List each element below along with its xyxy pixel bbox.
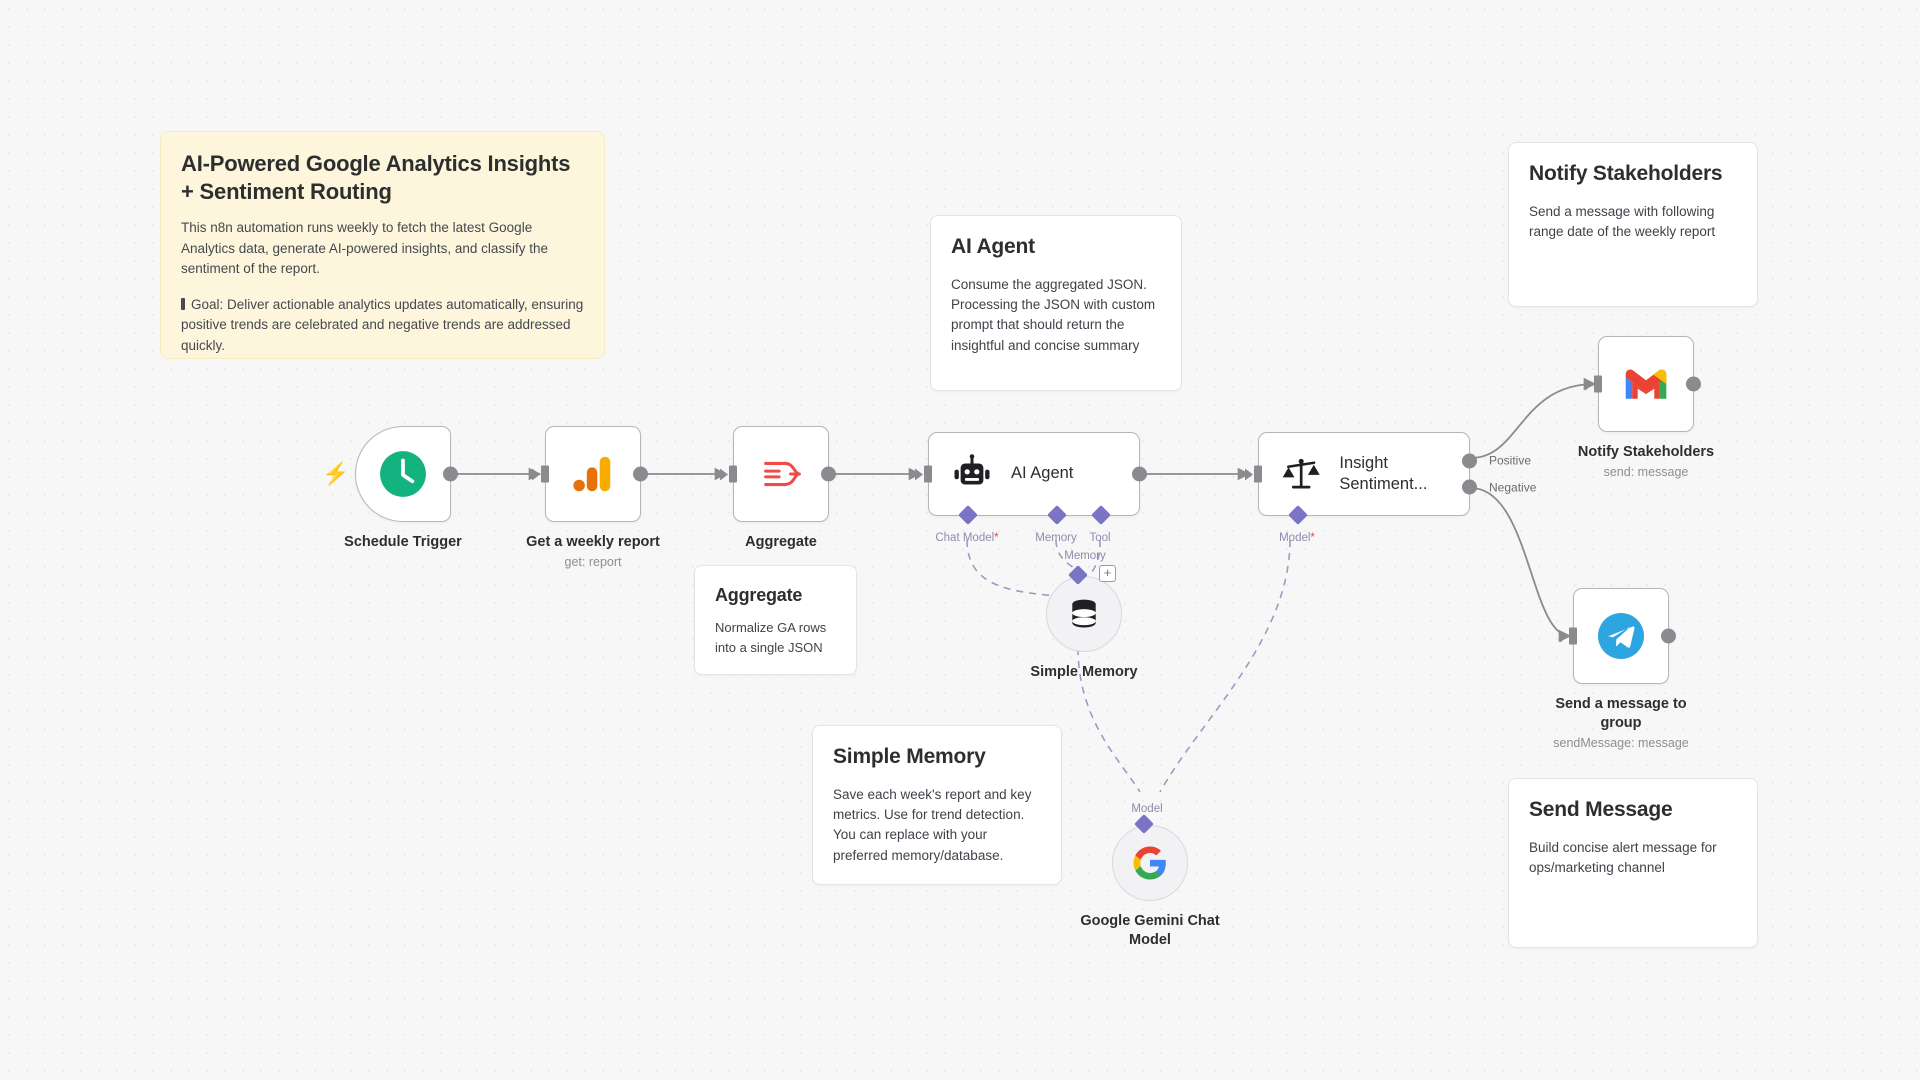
node-ai-agent[interactable]: AI Agent Chat Model* Memory Tool AI Agen… (924, 432, 1147, 544)
weekly-report-label: Get a weekly report (526, 534, 660, 550)
sticky-send-message-title: Send Message (1529, 798, 1673, 821)
gemini-label: Google Gemini Chat Model (1080, 913, 1220, 948)
edge-agent-tool (1091, 539, 1101, 573)
node-schedule-trigger[interactable]: ⚡ Schedule Trigger (322, 426, 462, 550)
google-analytics-icon (573, 456, 611, 492)
google-icon (1133, 846, 1166, 880)
sticky-note-send-message[interactable]: Send Message Build concise alert message… (1508, 778, 1758, 948)
sticky-ai-agent-body: Consume the aggregated JSON. Processing … (951, 276, 1156, 353)
sticky-simple-memory-body: Save each week's report and key metrics.… (833, 786, 1032, 863)
send-to-group-subtitle: sendMessage: message (1553, 736, 1689, 750)
add-tool-button[interactable]: + (1099, 565, 1116, 582)
weekly-report-input-port[interactable] (541, 465, 549, 483)
node-insight-sentiment[interactable]: Insight Sentiment... Positive Negative M… (1254, 432, 1536, 544)
edge-negative-to-telegram (1470, 487, 1572, 643)
notify-stakeholders-input-port[interactable] (1594, 375, 1602, 393)
sticky-note-overview[interactable]: AI-Powered Google Analytics Insights + S… (160, 131, 605, 359)
node-notify-stakeholders[interactable]: Notify Stakeholders send: message (1578, 336, 1714, 479)
send-to-group-output-port[interactable] (1661, 628, 1676, 644)
memory-edge-label: Memory (1064, 550, 1106, 562)
aggregate-icon (764, 461, 801, 487)
trigger-bolt-icon: ⚡ (322, 461, 350, 486)
insight-sentiment-box[interactable]: Insight Sentiment... Positive Negative (1254, 432, 1536, 525)
node-gemini-chat-model[interactable]: Google Gemini Chat Model (1080, 814, 1220, 948)
insight-sentiment-input-port[interactable] (1254, 465, 1262, 483)
notify-stakeholders-output-port[interactable] (1686, 376, 1701, 392)
notify-stakeholders-label: Notify Stakeholders (1577, 444, 1715, 460)
notify-stakeholders-box[interactable] (1594, 336, 1701, 432)
node-aggregate[interactable]: Aggregate (729, 426, 836, 550)
aggregate-input-port[interactable] (729, 465, 737, 483)
ai-agent-output-port[interactable] (1132, 466, 1147, 482)
model-edge-label: Model (1131, 803, 1163, 815)
schedule-trigger-box[interactable]: ⚡ (322, 426, 458, 522)
send-to-group-box[interactable] (1569, 588, 1676, 684)
sticky-ai-agent-title: AI Agent (951, 235, 1035, 258)
sticky-note-ai-agent[interactable]: AI Agent Consume the aggregated JSON. Pr… (930, 215, 1182, 391)
gemini-circle[interactable] (1112, 814, 1188, 901)
sticky-aggregate-body: Normalize GA rows into a single JSON (715, 620, 827, 655)
node-send-to-group[interactable]: Send a message to group sendMessage: mes… (1553, 588, 1689, 750)
sticky-notify-title: Notify Stakeholders (1529, 162, 1723, 185)
send-to-group-input-port[interactable] (1569, 627, 1577, 645)
clock-icon (380, 451, 426, 497)
ai-agent-box[interactable]: AI Agent (924, 432, 1147, 525)
edge-positive-to-gmail (1470, 377, 1597, 459)
sticky-overview-title: AI-Powered Google Analytics Insights + S… (181, 151, 571, 205)
sticky-note-notify-stakeholders[interactable]: Notify Stakeholders Send a message with … (1508, 142, 1758, 307)
sticky-note-simple-memory[interactable]: Simple Memory Save each week's report an… (812, 725, 1062, 885)
edge-sentiment-model-to-gemini (1159, 539, 1291, 793)
sticky-notify-body: Send a message with following range date… (1529, 203, 1716, 240)
edge-agent-chatmodel (966, 539, 1079, 601)
sticky-note-aggregate[interactable]: Aggregate Normalize GA rows into a singl… (694, 565, 857, 675)
simple-memory-label: Simple Memory (1030, 664, 1138, 680)
sticky-overview-goal: Goal: Deliver actionable analytics updat… (181, 297, 584, 353)
node-simple-memory[interactable]: + Simple Memory (1030, 565, 1138, 680)
ai-agent-tool-label: Tool (1089, 532, 1111, 544)
sticky-overview-body: This n8n automation runs weekly to fetch… (181, 220, 548, 276)
simple-memory-circle[interactable]: + (1046, 565, 1122, 652)
notify-stakeholders-subtitle: send: message (1603, 465, 1689, 479)
send-to-group-label: Send a message to group (1555, 696, 1687, 731)
branch-label-positive: Positive (1489, 453, 1532, 468)
gmail-icon (1625, 369, 1667, 399)
sticky-simple-memory-title: Simple Memory (833, 745, 986, 768)
insight-sentiment-inline-label: Insight Sentiment... (1339, 453, 1428, 493)
insight-sentiment-positive-port[interactable]: Positive (1462, 453, 1531, 469)
telegram-icon (1598, 613, 1644, 659)
weekly-report-output-port[interactable] (633, 466, 648, 482)
aggregate-box[interactable] (729, 426, 836, 522)
schedule-trigger-label: Schedule Trigger (344, 534, 462, 550)
scales-icon (1282, 458, 1320, 489)
sticky-send-message-body: Build concise alert message for ops/mark… (1529, 839, 1717, 876)
ai-agent-chat-model-label: Chat Model* (935, 532, 999, 544)
robot-icon (954, 454, 990, 485)
branch-label-negative: Negative (1489, 480, 1537, 495)
weekly-report-subtitle: get: report (564, 555, 622, 569)
goal-marker-icon (181, 298, 185, 311)
database-icon (1072, 599, 1096, 628)
insight-sentiment-model-label: Model* (1279, 532, 1315, 544)
ai-agent-inline-label: AI Agent (1011, 464, 1074, 483)
insight-sentiment-negative-port[interactable]: Negative (1462, 479, 1536, 495)
sticky-aggregate-title: Aggregate (715, 585, 803, 605)
schedule-trigger-output-port[interactable] (443, 466, 458, 482)
edge-chatmodel-to-gemini (1077, 647, 1141, 793)
weekly-report-box[interactable] (541, 426, 648, 522)
aggregate-label: Aggregate (745, 534, 817, 550)
aggregate-output-port[interactable] (821, 466, 836, 482)
ai-agent-memory-label: Memory (1035, 532, 1077, 544)
ai-agent-input-port[interactable] (924, 465, 932, 483)
node-get-weekly-report[interactable]: Get a weekly report get: report (526, 426, 660, 569)
